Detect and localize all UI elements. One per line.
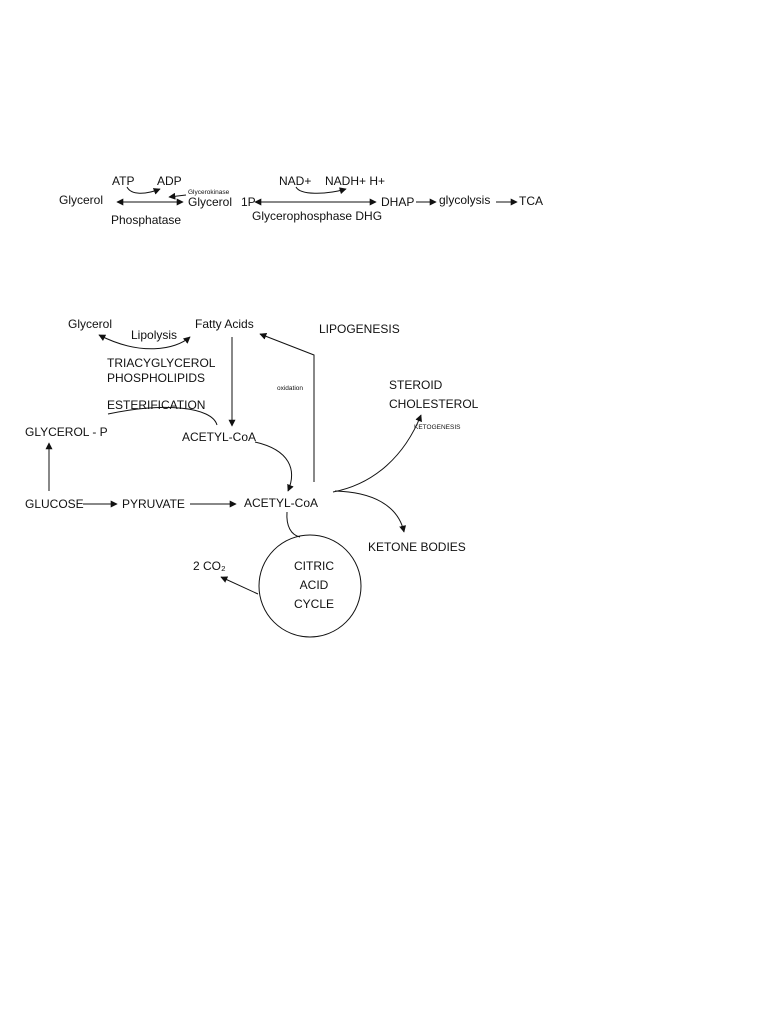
lipid-metabolism: Glycerol Lipolysis Fatty Acids LIPOGENES… — [25, 317, 479, 638]
ketone-bodies-node: KETONE BODIES — [368, 540, 466, 554]
acid-label: ACID — [300, 578, 329, 592]
nad-nadh-curve — [295, 186, 347, 195]
nad-label: NAD+ — [279, 174, 311, 188]
ketogenesis-label: KETOGENESIS — [414, 424, 461, 431]
glycerol-node: Glycerol — [68, 317, 112, 331]
citric-acid-cycle-circle — [258, 534, 362, 638]
ketone-bodies-curve — [334, 490, 407, 533]
cholesterol-label: CHOLESTEROL — [389, 397, 479, 411]
phospholipids-label: PHOSPHOLIPIDS — [107, 371, 205, 385]
lipogenesis-arrow — [259, 333, 315, 482]
dhap-label: DHAP — [381, 195, 414, 209]
fatty-acids-node: Fatty Acids — [195, 317, 254, 331]
pyruvate-node: PYRUVATE — [122, 497, 185, 511]
atp-adp-curve — [126, 186, 161, 195]
co2-label: 2 CO₂ — [193, 559, 226, 573]
co2-release-arrow — [220, 576, 259, 595]
esterification-curve — [107, 407, 218, 426]
cholesterol-synthesis-curve — [332, 414, 422, 493]
tca-label: TCA — [519, 194, 543, 208]
glycerol-p-node: GLYCEROL - P — [25, 425, 108, 439]
glycolysis-label: glycolysis — [439, 193, 490, 207]
glycerokinase-label: Glycerokinase — [188, 189, 230, 196]
citric-label: CITRIC — [294, 559, 334, 573]
acetyl-coa-main-node: ACETYL-CoA — [244, 496, 318, 510]
atp-label: ATP — [112, 174, 134, 188]
steroid-label: STEROID — [389, 378, 443, 392]
acetyl-coa-upper-node: ACETYL-CoA — [182, 430, 256, 444]
acetyl-coa-curve — [254, 441, 294, 492]
triacylglycerol-label: TRIACYGLYCEROL — [107, 356, 216, 370]
lipolysis-curve — [98, 334, 191, 350]
glycerokinase-arrow — [168, 192, 187, 200]
glycerol-1p-label: Glycerol — [188, 195, 232, 209]
one-p-label: 1P — [241, 195, 256, 209]
phosphatase-label: Phosphatase — [111, 213, 181, 227]
oxidation-label: oxidation — [277, 385, 303, 392]
top-pathway: Glycerol ATP ADP Glycerokinase Glycerol … — [59, 174, 543, 227]
glycerol-label: Glycerol — [59, 193, 103, 207]
adp-label: ADP — [157, 174, 182, 188]
cycle-label: CYCLE — [294, 597, 334, 611]
glucose-node: GLUCOSE — [25, 497, 84, 511]
glycerophosphase-label: Glycerophosphase DHG — [252, 209, 382, 223]
nadh-label: NADH+ H+ — [325, 174, 385, 188]
lipolysis-label: Lipolysis — [131, 328, 177, 342]
lipogenesis-label: LIPOGENESIS — [319, 322, 400, 336]
acetyl-coa-cycle-link — [286, 511, 301, 538]
